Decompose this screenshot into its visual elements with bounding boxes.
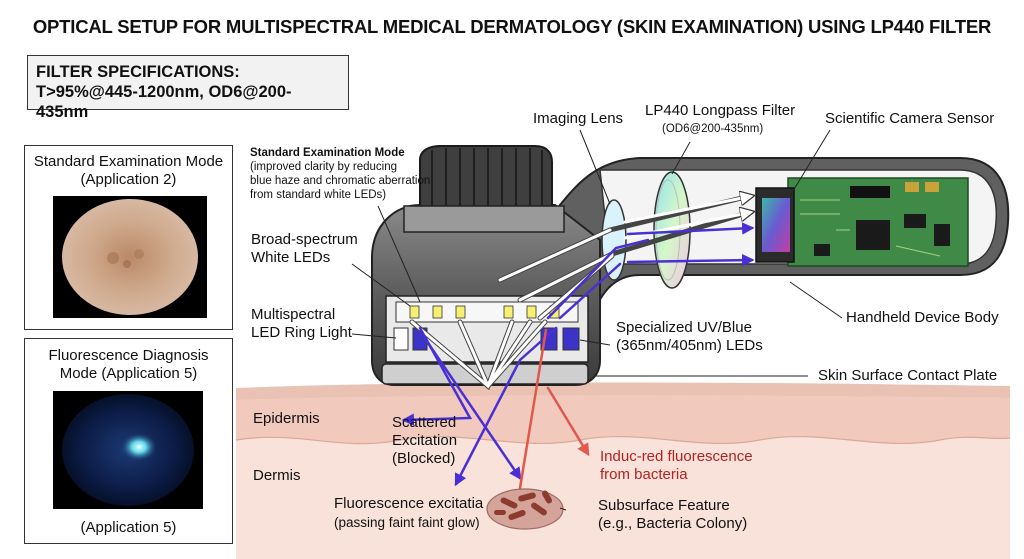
diagram-title: OPTICAL SETUP FOR MULTISPECTRAL MEDICAL … bbox=[32, 16, 992, 37]
induced-fluorescence-label-1: Induc-red fluorescence bbox=[600, 448, 753, 465]
camera-sensor-label: Scientific Camera Sensor bbox=[825, 110, 995, 127]
led-ring bbox=[393, 301, 580, 351]
uv-leds-label-2: (365nm/405nm) LEDs bbox=[616, 337, 763, 354]
bacteria-colony bbox=[486, 488, 564, 530]
ring-light-label-2: LED Ring Light bbox=[251, 324, 352, 341]
dermis-label: Dermis bbox=[253, 467, 301, 484]
filter-spec-box: FILTER SPECIFICATIONS: T>95%@445-1200nm,… bbox=[27, 55, 349, 121]
fluorescence-mode-app: (Application 5) bbox=[97, 365, 198, 382]
std-mode-label-title: Standard Examination Mode bbox=[250, 147, 405, 159]
filter-spec-line2: T>95%@445-1200nm, OD6@200-435nm bbox=[36, 83, 292, 121]
epidermis-label: Epidermis bbox=[253, 410, 320, 427]
standard-mode-title: Standard Examination Mode bbox=[33, 153, 224, 170]
subsurface-label-1: Subsurface Feature bbox=[598, 497, 730, 514]
white-light-rays bbox=[409, 196, 752, 391]
standard-mode-panel: Standard Examination Mode (Application 2… bbox=[24, 145, 233, 330]
fluorescence-closeup-image bbox=[53, 391, 203, 509]
ring-light-label-1: Multispectral bbox=[251, 306, 336, 323]
fluorescence-mode-word: Mode bbox=[59, 365, 98, 382]
leader-lines bbox=[351, 129, 843, 511]
handheld-body-label: Handheld Device Body bbox=[846, 309, 999, 326]
fluorescence-mode-title: Fluorescence Diagnosis bbox=[48, 347, 209, 364]
induced-fluorescence-label-2: from bacteria bbox=[600, 466, 688, 483]
fluor-excitation-label-1: Fluorescence excitatia bbox=[334, 495, 484, 512]
filter-spec-line1: FILTER SPECIFICATIONS: bbox=[36, 63, 240, 81]
scattered-label-2: Excitation bbox=[392, 432, 458, 449]
fluorescence-caption: (Application 5) bbox=[80, 519, 177, 536]
fluorescence-mode-subtitle: Mode (Application 5) bbox=[25, 365, 232, 383]
optics bbox=[601, 171, 969, 289]
lp440-sub-label: (OD6@200-435nm) bbox=[662, 123, 764, 135]
fluorescence-mode-panel: Fluorescence Diagnosis Mode (Application… bbox=[24, 338, 233, 544]
skin-layers bbox=[235, 382, 1011, 559]
lp440-label: LP440 Longpass Filter bbox=[645, 102, 796, 119]
skin-closeup-image bbox=[53, 196, 207, 318]
white-leds-label-1: Broad-spectrum bbox=[251, 231, 358, 248]
white-leds-label-2: White LEDs bbox=[251, 249, 331, 266]
imaging-lens-label: Imaging Lens bbox=[533, 110, 624, 127]
std-mode-label-desc2: blue haze and chromatic aberration bbox=[250, 175, 431, 187]
scattered-label-1: Scattered bbox=[392, 414, 457, 431]
standard-mode-subtitle: (Application 2) bbox=[80, 171, 177, 188]
uv-leds-label-1: Specialized UV/Blue bbox=[616, 319, 752, 336]
fluor-excitation-label-2: (passing faint faint glow) bbox=[334, 515, 480, 530]
contact-plate-label: Skin Surface Contact Plate bbox=[818, 367, 998, 384]
subsurface-label-2: (e.g., Bacteria Colony) bbox=[598, 515, 748, 532]
scattered-label-3: (Blocked) bbox=[392, 450, 456, 467]
std-mode-label-desc1: (improved clarity by reducing bbox=[250, 161, 398, 173]
red-fluorescence-rays bbox=[518, 328, 590, 490]
std-mode-label-desc3: from standard white LEDs) bbox=[250, 189, 387, 201]
